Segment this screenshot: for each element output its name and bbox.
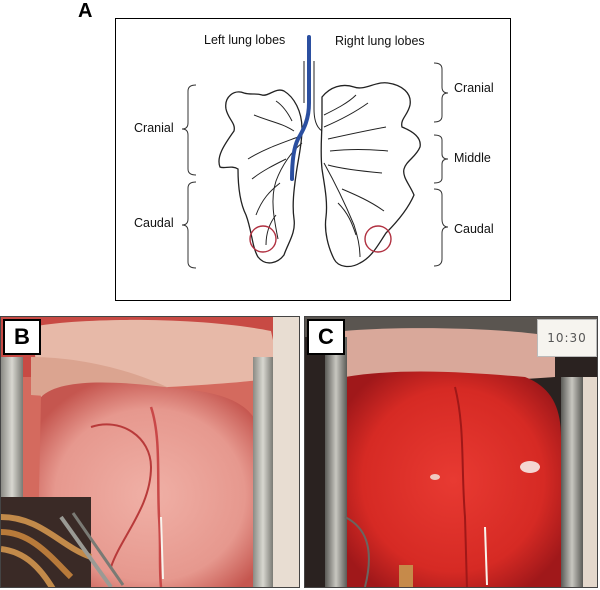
bracket-right-cranial [433,62,449,123]
photo-c-illustration [305,317,597,587]
right-lung-outline [320,82,421,268]
bracket-left-cranial [181,84,197,176]
photo-panel-c: C 10:30 [304,316,598,588]
sample-site-circle-right [364,225,392,253]
right-middle-label: Middle [454,151,491,165]
bronchi [247,94,389,258]
photo-panel-b: B [0,316,300,588]
panel-b-label: B [3,319,41,355]
photo-b-illustration [1,317,299,587]
time-card: 10:30 [537,319,597,357]
left-lung-outline [218,89,303,264]
right-lung-title: Right lung lobes [335,34,425,48]
left-lung-title: Left lung lobes [204,33,286,47]
trachea [290,35,311,181]
right-caudal-label: Caudal [454,222,494,236]
left-cranial-label: Cranial [134,121,174,135]
sample-site-circle-left [249,225,277,253]
bracket-right-caudal [433,188,449,267]
left-caudal-label: Caudal [134,216,174,230]
bracket-left-caudal [181,181,197,269]
panel-a-label: A [78,0,93,22]
left-brackets [181,62,449,269]
lung-diagram [181,35,449,269]
right-cranial-label: Cranial [454,81,494,95]
lung-diagram-panel: Left lung lobes Right lung lobes Cranial… [115,18,511,301]
bracket-right-middle [433,134,449,184]
panel-c-label: C [307,319,345,355]
